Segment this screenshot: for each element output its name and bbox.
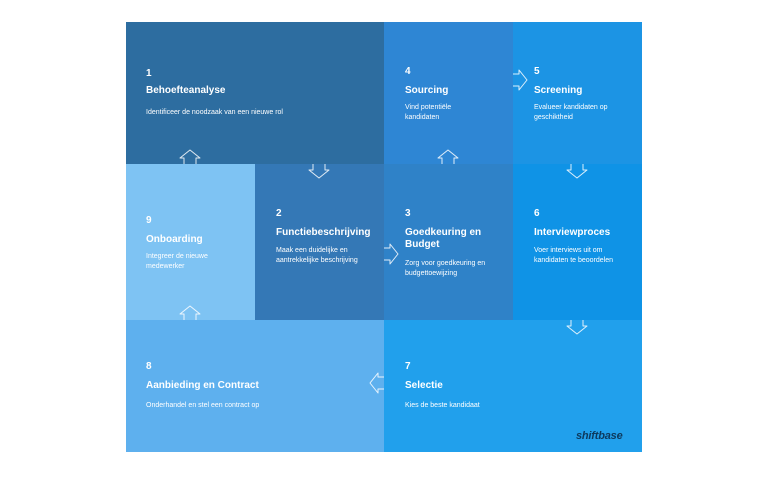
step-6-number: 6: [534, 208, 540, 219]
step-1-description: Identificeer de noodzaak van een nieuwe …: [146, 109, 283, 116]
step-9-tile: 9 Onboarding Integreer de nieuwe medewer…: [126, 164, 255, 320]
step-6-description: Voer interviews uit om kandidaten te beo…: [534, 247, 614, 264]
step-9-title: Onboarding: [146, 234, 203, 245]
step-5-number: 5: [534, 66, 540, 77]
step-4-number: 4: [405, 66, 411, 77]
step-7-description: Kies de beste kandidaat: [405, 402, 480, 409]
step-2-number: 2: [276, 208, 282, 219]
shiftbase-logo: shiftbase: [576, 430, 623, 442]
step-7-title: Selectie: [405, 380, 443, 391]
step-8-tile: 8 Aanbieding en Contract Onderhandel en …: [126, 320, 384, 452]
step-8-description: Onderhandel en stel een contract op: [146, 402, 260, 409]
step-4-tile: 4 Sourcing Vind potentiële kandidaten: [384, 22, 513, 164]
step-8-number: 8: [146, 361, 152, 372]
step-3-title: Goedkeuring en Budget: [405, 227, 482, 250]
step-2-tile: 2 Functiebeschrijving Maak een duidelijk…: [255, 164, 384, 320]
step-1-tile: 1 Behoefteanalyse Identificeer de noodza…: [126, 22, 384, 164]
step-5-description: Evalueer kandidaten op geschiktheid: [534, 104, 608, 121]
step-7-tile: 7 Selectie Kies de beste kandidaat: [384, 320, 642, 452]
step-1-number: 1: [146, 68, 152, 79]
step-7-number: 7: [405, 361, 411, 372]
step-5-tile: 5 Screening Evalueer kandidaten op gesch…: [513, 22, 642, 164]
step-4-title: Sourcing: [405, 85, 449, 96]
recruitment-process-diagram: 1 Behoefteanalyse Identificeer de noodza…: [126, 22, 642, 452]
step-9-number: 9: [146, 215, 152, 226]
step-5-title: Screening: [534, 85, 583, 96]
step-2-description: Maak een duidelijke en aantrekkelijke be…: [276, 247, 358, 264]
step-1-title: Behoefteanalyse: [146, 85, 226, 96]
step-2-title: Functiebeschrijving: [276, 227, 371, 238]
step-4-description: Vind potentiële kandidaten: [405, 104, 452, 121]
step-6-title: Interviewproces: [534, 227, 611, 238]
step-3-description: Zorg voor goedkeuring en budgettoewijzin…: [405, 260, 486, 277]
step-9-description: Integreer de nieuwe medewerker: [146, 253, 208, 270]
step-8-title: Aanbieding en Contract: [146, 380, 259, 391]
step-3-number: 3: [405, 208, 411, 219]
step-3-tile: 3 Goedkeuring en Budget Zorg voor goedke…: [384, 164, 513, 320]
step-6-tile: 6 Interviewproces Voer interviews uit om…: [513, 164, 642, 320]
